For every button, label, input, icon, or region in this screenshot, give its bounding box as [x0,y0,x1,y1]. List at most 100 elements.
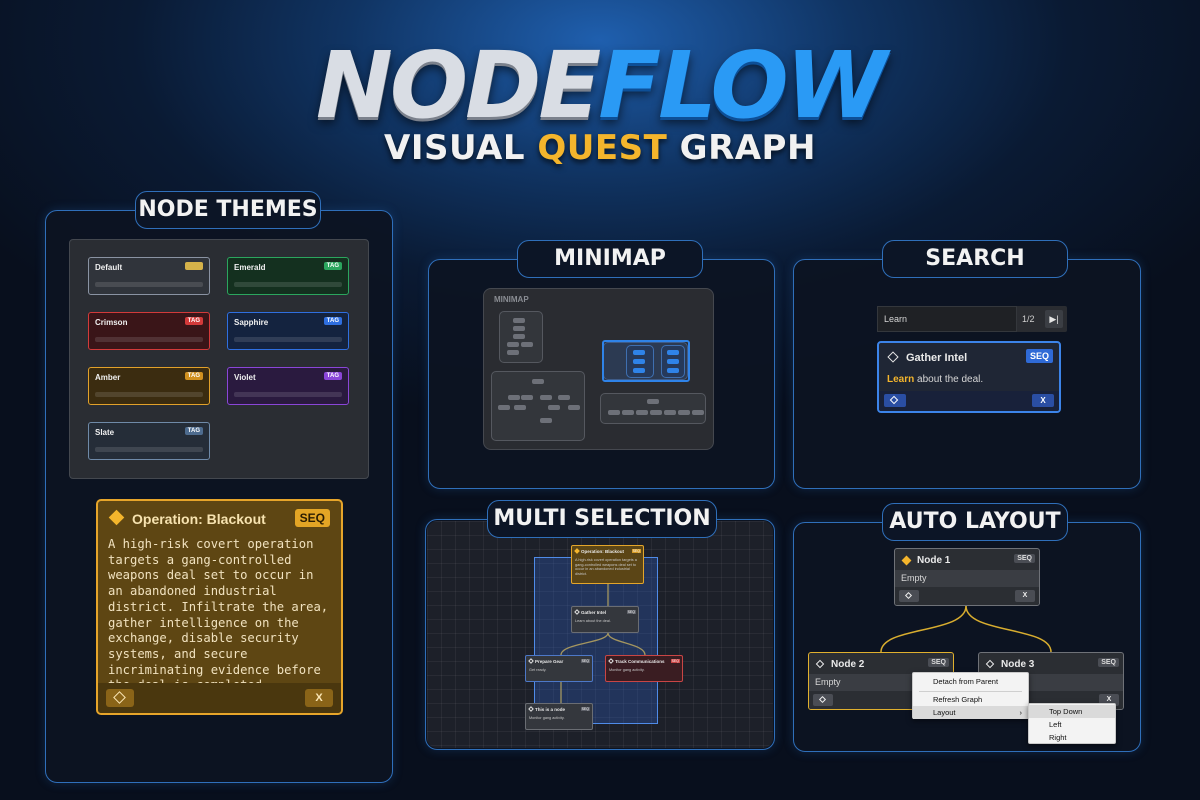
minimap-node [540,395,552,400]
theme-node-crimson[interactable]: Crimson TAG [88,312,210,350]
node-tag-badge: SEQ [1014,554,1035,563]
search-match-highlight: Learn [887,374,915,385]
node-header: Operation: Blackout SEQ [98,501,341,535]
menu-item-right[interactable]: Right [1049,733,1067,742]
minimap-node [568,405,580,410]
menu-item-refresh-graph[interactable]: Refresh Graph [933,695,983,704]
node-close-button[interactable]: X [1015,590,1035,602]
node-footer: X [879,391,1059,411]
layout-submenu: Top Down Left Right [1028,703,1116,744]
mini-node-this-is-a-node[interactable]: This is a node SEQ Monitor gang activity… [525,703,593,730]
node-description: Empty [895,570,1039,587]
node-description: Monitor gang activity. [609,668,645,672]
minimap-node [507,342,519,347]
theme-node-bar [95,337,203,342]
minimap-node [667,350,679,355]
diamond-icon [108,509,125,526]
minimap-label: MINIMAP [517,240,703,278]
minimap-node [692,410,704,415]
theme-node-tag: TAG [323,262,342,270]
minimap-node [507,350,519,355]
theme-node-default[interactable]: Default [88,257,210,295]
search-input[interactable] [877,306,1017,332]
theme-node-sapphire[interactable]: Sapphire TAG [227,312,349,350]
mini-node-gather-intel[interactable]: Gather Intel SEQ Learn about the deal. [571,606,639,633]
node-type-button[interactable] [899,590,919,602]
theme-node-violet[interactable]: Violet TAG [227,367,349,405]
selection-rectangle [534,557,658,724]
minimap-node [664,410,676,415]
node-tag-badge: SEQ [670,659,680,663]
node-tag-badge: SEQ [626,610,636,614]
node-description: Learn about the deal. [575,619,611,623]
theme-node-title: Default [95,263,123,272]
diamond-outline-icon [608,658,614,664]
theme-node-title: Amber [95,373,121,382]
node-close-button[interactable]: X [305,689,333,707]
minimap-node [667,359,679,364]
theme-node-slate[interactable]: Slate TAG [88,422,210,460]
theme-node-tag: TAG [323,372,342,380]
menu-item-detach-from-parent[interactable]: Detach from Parent [933,677,999,686]
app-subtitle: VISUAL QUEST GRAPH [0,128,1200,168]
mini-node-track-communications[interactable]: Track Communications SEQ Monitor gang ac… [605,655,683,682]
node-tag-badge: SEQ [928,658,949,667]
theme-node-emerald[interactable]: Emerald TAG [227,257,349,295]
node-description: Monitor gang activity. [529,716,565,720]
node-type-button[interactable] [106,689,134,707]
next-result-icon[interactable]: ▶| [1045,310,1063,328]
search-label: SEARCH [882,240,1068,278]
theme-node-title: Slate [95,428,115,437]
minimap-node [558,395,570,400]
node-tag-badge: SEQ [631,549,641,553]
node-footer: X [98,683,341,713]
menu-divider [919,691,1022,692]
mini-node-prepare-gear[interactable]: Prepare Gear SEQ Get ready. [525,655,593,682]
node-close-button[interactable]: X [1032,394,1054,407]
diamond-outline-icon [985,659,995,669]
theme-node-tag [185,262,203,270]
logo-word-flow: FLOW [598,32,887,139]
node-title: Track Communications [615,659,665,664]
node-type-button[interactable] [884,394,906,407]
node-title: Operation: Blackout [132,511,266,527]
context-menu: Detach from Parent Refresh Graph Layout … [912,672,1029,719]
minimap-node [521,342,533,347]
minimap-node [667,368,679,373]
minimap-node [513,326,525,331]
mini-node-operation-blackout[interactable]: Operation: Blackout SEQ A high-risk cove… [571,545,644,584]
quest-node-gather-intel[interactable]: Gather Intel SEQ Learn about the deal. X [877,341,1061,413]
minimap-node [540,418,552,423]
node-footer: X [895,587,1039,605]
minimap-group [600,393,706,424]
theme-node-title: Emerald [234,263,266,272]
theme-node-title: Crimson [95,318,128,327]
theme-node-amber[interactable]: Amber TAG [88,367,210,405]
node-description: A high-risk covert operation targets a g… [108,537,329,692]
node-tag-badge: SEQ [1025,349,1053,363]
node-type-button[interactable] [813,694,833,706]
theme-node-tag: TAG [184,317,203,325]
search-bar: 1/2 ▶| [877,306,1067,332]
quest-node-operation-blackout[interactable]: Operation: Blackout SEQ A high-risk cove… [96,499,343,715]
diamond-outline-icon [528,658,534,664]
node-description: Get ready. [529,668,547,672]
minimap-node [633,350,645,355]
diamond-outline-icon [528,706,534,712]
menu-item-left[interactable]: Left [1049,720,1062,729]
theme-node-bar [234,337,342,342]
minimap-viewport[interactable] [602,340,690,382]
auto-node-1[interactable]: Node 1 SEQ Empty X [894,548,1040,606]
multi-selection-label: MULTI SELECTION [487,500,717,538]
diamond-outline-icon [113,691,126,704]
node-description-rest: about the deal. [914,374,984,385]
search-result-count: 1/2 [1022,314,1035,324]
minimap-node [622,410,634,415]
diamond-icon [901,555,912,566]
minimap-node [548,405,560,410]
minimap-node [513,318,525,323]
menu-item-top-down[interactable]: Top Down [1029,705,1115,718]
theme-node-tag: TAG [184,372,203,380]
menu-item-layout[interactable]: Layout › [913,706,1028,719]
node-title: Gather Intel [581,610,607,615]
